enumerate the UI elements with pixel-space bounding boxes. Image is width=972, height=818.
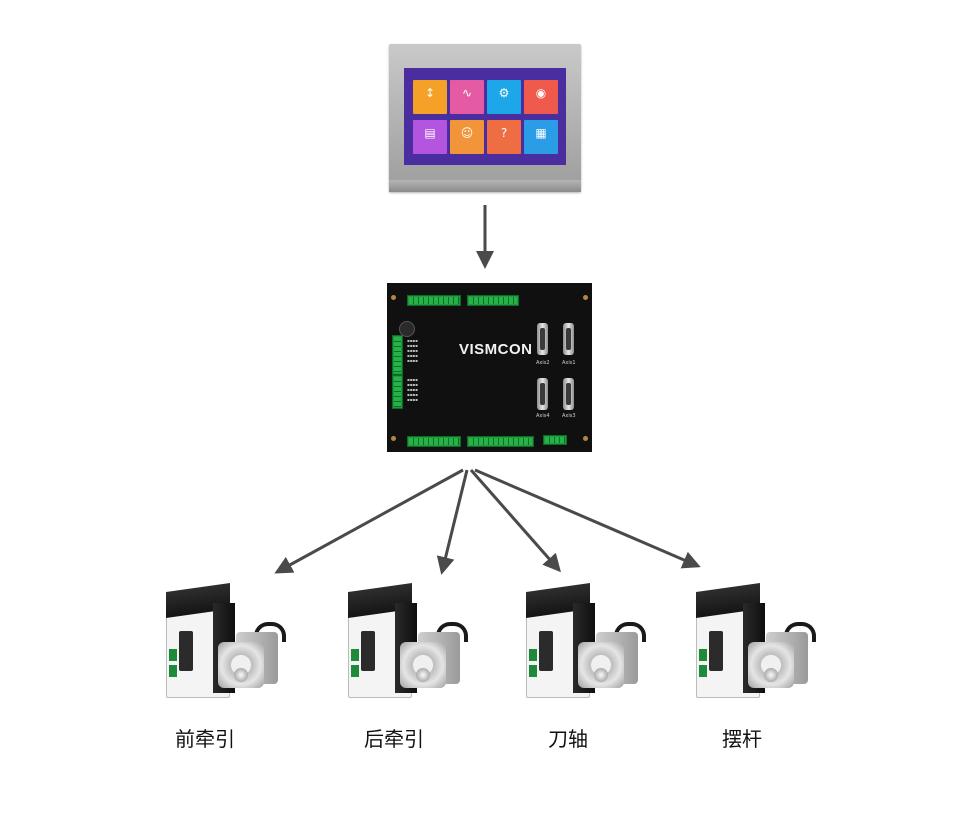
signal-icon: ◉: [535, 86, 547, 100]
servo-motor: [218, 622, 286, 692]
screw: [391, 295, 396, 300]
power-terminal: [543, 435, 567, 445]
hmi-tile[interactable]: ▤: [413, 120, 447, 154]
hmi-tile[interactable]: ↕: [413, 80, 447, 114]
servo-set-2: [342, 583, 472, 704]
terminal-block: [467, 436, 534, 447]
document-icon: ▤: [424, 126, 436, 140]
servo-motor: [578, 622, 646, 692]
hmi-tile[interactable]: ◉: [524, 80, 558, 114]
hmi-tile[interactable]: ∿: [450, 80, 484, 114]
arrow-to-servo-3: [469, 469, 561, 573]
hmi-status-bar: [408, 70, 562, 76]
servo-motor: [748, 622, 816, 692]
controller-brand: VISMCON: [459, 341, 533, 358]
servo-set-4: [690, 583, 820, 704]
arrow-to-servo-2: [436, 469, 469, 575]
hmi-screen: ↕ ∿ ⚙ ◉ ▤ ☺? ▦: [404, 68, 566, 165]
servo-set-3: [520, 583, 650, 704]
axis-label: Axis4: [536, 413, 550, 419]
motion-controller: ▪▪▪▪▪▪▪▪▪▪▪▪▪▪▪▪▪▪▪▪ ▪▪▪▪▪▪▪▪▪▪▪▪▪▪▪▪▪▪▪…: [387, 283, 592, 452]
terminal-block: [407, 436, 461, 447]
help-icon: ?: [500, 126, 508, 140]
settings-icon: ▦: [535, 126, 547, 140]
user-icon: ☺: [460, 126, 474, 140]
terminal-block: [392, 335, 403, 375]
hmi-tile[interactable]: ?: [487, 120, 521, 154]
servo-motor: [400, 622, 468, 692]
silkscreen-labels: ▪▪▪▪▪▪▪▪▪▪▪▪▪▪▪▪▪▪▪▪: [407, 377, 418, 402]
servo-label-cutter-shaft: 刀轴: [548, 727, 588, 751]
arrow-to-servo-4: [474, 468, 701, 569]
hmi-touch-panel: ↕ ∿ ⚙ ◉ ▤ ☺? ▦: [389, 44, 581, 192]
silkscreen-labels: ▪▪▪▪▪▪▪▪▪▪▪▪▪▪▪▪▪▪▪▪: [407, 338, 418, 363]
terminal-block: [467, 295, 519, 306]
axis-connector: [563, 323, 574, 355]
terminal-block: [392, 375, 403, 409]
servo-label-swing-arm: 摆杆: [722, 727, 762, 751]
io-icon: ↕: [424, 86, 436, 100]
servo-set-1: [160, 583, 290, 704]
axis-connector: [537, 323, 548, 355]
axis-connector: [537, 378, 548, 410]
terminal-block: [407, 295, 461, 306]
servo-label-front-traction: 前牵引: [175, 727, 235, 751]
servo-label-rear-traction: 后牵引: [364, 727, 424, 751]
screw: [583, 295, 588, 300]
arrow-to-servo-1: [274, 468, 464, 574]
screw: [391, 436, 396, 441]
hmi-tile[interactable]: ⚙: [487, 80, 521, 114]
waveform-icon: ∿: [461, 86, 473, 100]
hmi-tile[interactable]: ▦: [524, 120, 558, 154]
hmi-bezel-bottom: [389, 180, 581, 192]
axis-label: Axis3: [562, 413, 576, 419]
com-port: [399, 321, 415, 337]
hmi-tile[interactable]: ☺: [450, 120, 484, 154]
servo-drive: [166, 583, 235, 698]
gear-icon: ⚙: [498, 86, 510, 100]
screw: [583, 436, 588, 441]
axis-label: Axis1: [562, 360, 576, 366]
axis-label: Axis2: [536, 360, 550, 366]
axis-connector: [563, 378, 574, 410]
